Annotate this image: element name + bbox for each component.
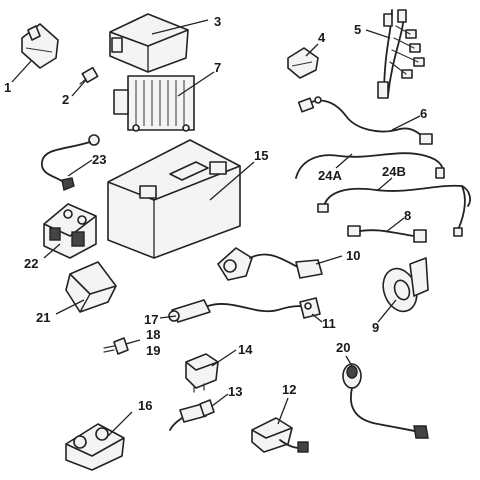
part-16-socket-block: [65, 423, 125, 471]
leader-13: [211, 393, 229, 407]
part-4-connector: [287, 47, 319, 79]
part-8-lead: [347, 225, 427, 243]
part-12-fuse-box: [251, 417, 309, 453]
part-11-connector-plug: [299, 297, 321, 319]
callout-4: 4: [318, 30, 326, 45]
leader-9: [377, 299, 397, 323]
part-23-battery-cable: [41, 134, 100, 191]
part-9-horn: [382, 257, 429, 313]
callout-20: 20: [336, 340, 350, 355]
part-10-ignition-coil: [217, 247, 323, 281]
callout-18: 18: [146, 327, 160, 342]
callout-6: 6: [420, 106, 427, 121]
leader-10: [315, 255, 343, 265]
leader-12: [277, 397, 289, 425]
callout-19: 19: [146, 343, 160, 358]
callout-2: 2: [62, 92, 69, 107]
leader-16: [107, 411, 133, 437]
callout-5: 5: [354, 22, 361, 37]
callout-14: 14: [238, 342, 253, 357]
part-5-harness-connectors: [377, 9, 425, 99]
part-17-switch-lead: [168, 299, 305, 323]
leader-8: [385, 217, 405, 233]
part-14-relay: [185, 353, 219, 393]
leader-2: [71, 79, 87, 97]
leader-7: [177, 71, 215, 97]
part-13-fuse-holder: [169, 399, 215, 431]
leader-20: [345, 355, 353, 367]
callout-16: 16: [138, 398, 152, 413]
part-1-relay: [21, 23, 59, 69]
leader-4: [305, 43, 319, 57]
leader-1: [11, 59, 33, 83]
leader-23: [67, 159, 93, 177]
callout-10: 10: [346, 248, 360, 263]
callout-7: 7: [214, 60, 221, 75]
part-3-cdi-unit: [109, 13, 189, 73]
callout-17: 17: [144, 312, 158, 327]
leader-24b: [377, 177, 393, 191]
callout-24b: 24B: [382, 164, 406, 179]
callout-12: 12: [282, 382, 296, 397]
leader-6: [391, 115, 421, 131]
part-7-regulator-rectifier: [113, 75, 195, 132]
callout-3: 3: [214, 14, 221, 29]
part-6-wire-lead: [297, 96, 433, 145]
leader-3: [151, 19, 209, 35]
callout-23: 23: [92, 152, 106, 167]
leader-18: [125, 339, 141, 345]
part-24a-wiring-harness: [295, 152, 445, 179]
callout-1: 1: [4, 80, 11, 95]
callout-22: 22: [24, 256, 38, 271]
part-18-19-bulb: [103, 337, 129, 355]
leader-15: [209, 161, 255, 201]
leader-5: [365, 29, 391, 39]
callout-24a: 24A: [318, 168, 342, 183]
part-24b-wiring-harness: [317, 184, 471, 237]
part-20-switch: [342, 363, 429, 439]
callout-13: 13: [228, 384, 242, 399]
callout-9: 9: [372, 320, 379, 335]
callout-15: 15: [254, 148, 268, 163]
callout-21: 21: [36, 310, 50, 325]
part-22-starter-relay: [43, 203, 97, 259]
callout-8: 8: [404, 208, 411, 223]
leader-22: [43, 243, 61, 259]
leader-14: [211, 349, 237, 367]
leader-17: [159, 315, 177, 319]
leader-21: [55, 299, 85, 315]
part-2-fuse: [79, 66, 99, 85]
leader-11: [311, 313, 323, 323]
part-21-flasher-relay: [65, 261, 117, 313]
part-15-battery: [107, 139, 241, 259]
callout-11: 11: [322, 316, 336, 331]
leader-24a: [335, 153, 353, 169]
